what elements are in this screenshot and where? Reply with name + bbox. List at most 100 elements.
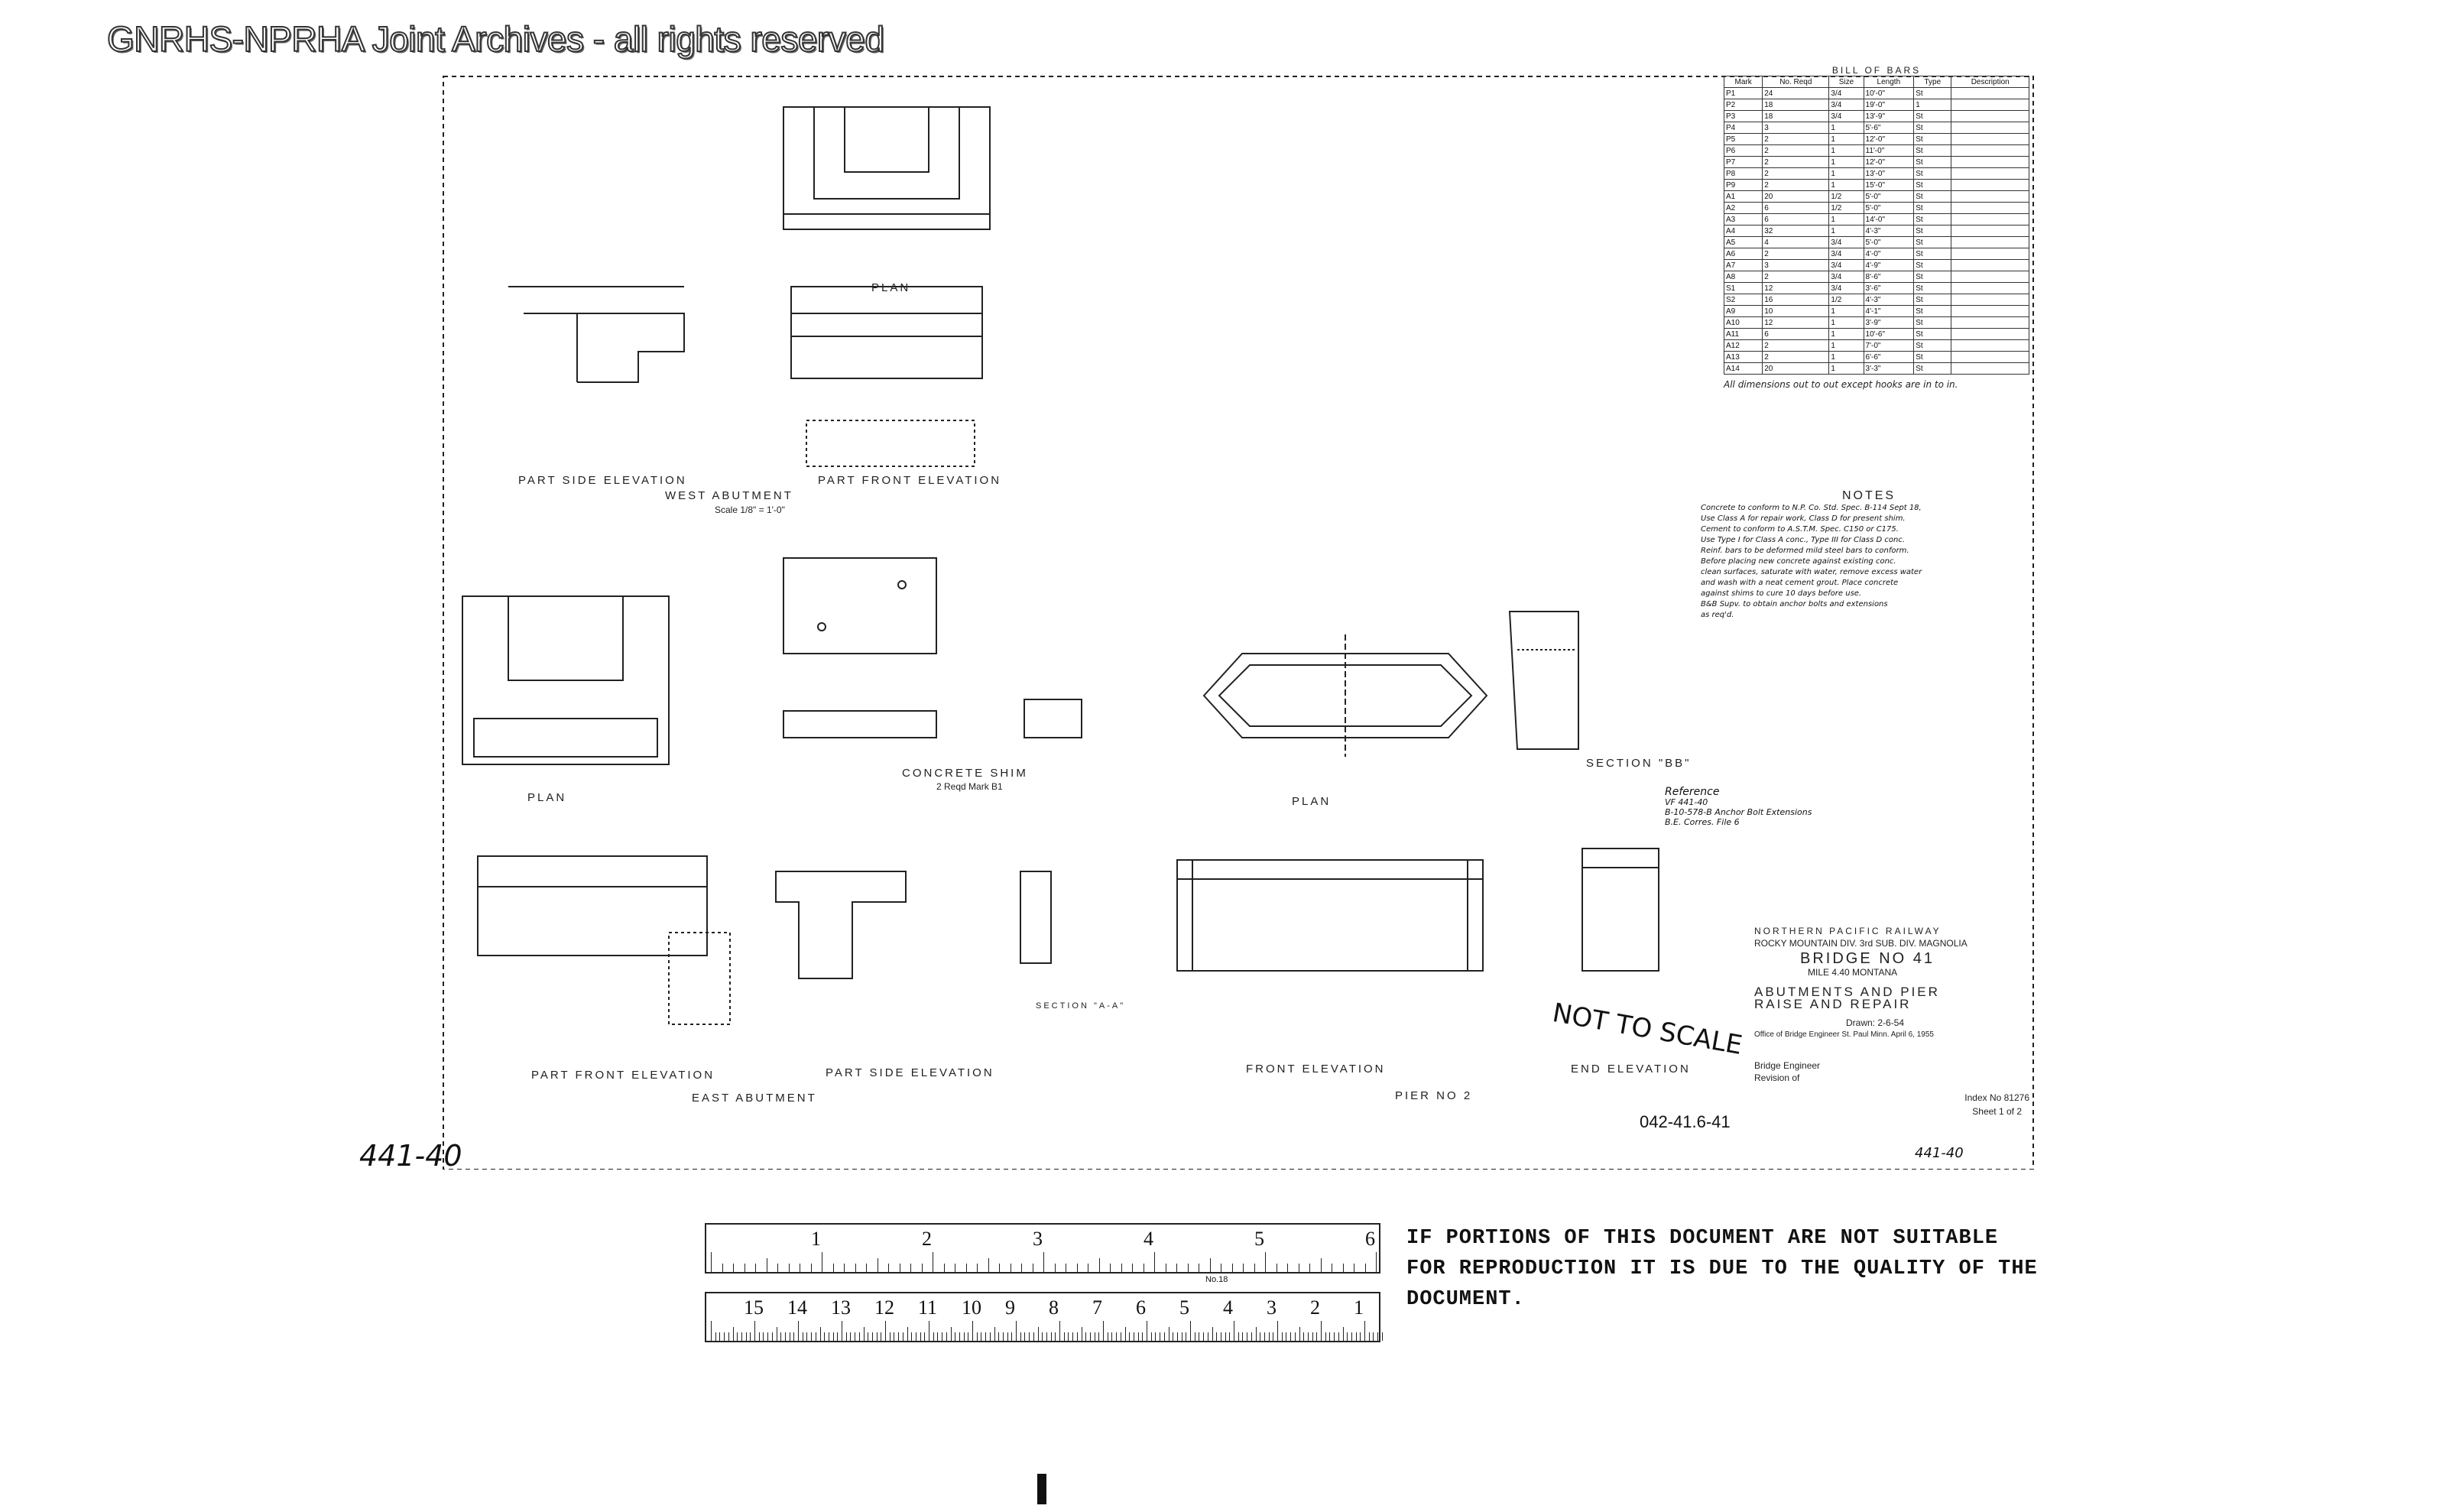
bill-of-bars-note: All dimensions out to out except hooks a… bbox=[1724, 379, 1958, 390]
bob-cell: 6 bbox=[1762, 202, 1830, 214]
bob-cell: St bbox=[1913, 294, 1952, 306]
ruler-label: 4 bbox=[1223, 1296, 1233, 1319]
bob-cell: St bbox=[1913, 351, 1952, 363]
ruler-tick bbox=[758, 1332, 760, 1341]
ruler-tick bbox=[1098, 1258, 1100, 1272]
ruler-tick bbox=[1033, 1332, 1034, 1341]
bob-cell: St bbox=[1913, 248, 1952, 260]
view-label-plan-west: PLAN bbox=[871, 281, 911, 294]
bob-cell: 1 bbox=[1828, 144, 1864, 157]
ruler-label: 14 bbox=[787, 1296, 807, 1319]
pier-front-elevation bbox=[1176, 859, 1484, 972]
ruler-tick bbox=[1255, 1327, 1257, 1341]
bob-cell bbox=[1951, 99, 2029, 111]
bob-cell bbox=[1951, 213, 2029, 226]
ruler-tick bbox=[711, 1321, 712, 1341]
bob-cell: 18 bbox=[1762, 99, 1830, 111]
bob-cell: St bbox=[1913, 156, 1952, 168]
bob-cell: 12 bbox=[1762, 282, 1830, 294]
ruler-tick bbox=[1209, 1258, 1211, 1272]
note-line: and wash with a neat cement grout. Place… bbox=[1701, 579, 1899, 587]
ruler-tick bbox=[1325, 1332, 1326, 1341]
bob-cell: A9 bbox=[1723, 305, 1763, 317]
ruler-tick bbox=[1351, 1332, 1352, 1341]
ruler-tick bbox=[737, 1332, 738, 1341]
ruler-label: 12 bbox=[874, 1296, 894, 1319]
bob-cell: St bbox=[1913, 225, 1952, 237]
bob-cell: St bbox=[1913, 236, 1952, 248]
ruler-tick bbox=[754, 1321, 755, 1341]
ruler-tick bbox=[1377, 1332, 1379, 1341]
ruler-label: 6 bbox=[1365, 1228, 1375, 1250]
ruler-tick bbox=[1050, 1332, 1052, 1341]
ruler-tick bbox=[1347, 1332, 1348, 1341]
ruler-label: 9 bbox=[1005, 1296, 1015, 1319]
ruler-tick bbox=[1376, 1252, 1377, 1272]
bob-cell: 3 bbox=[1762, 259, 1830, 271]
ruler-tick bbox=[988, 1258, 989, 1272]
ruler-label: 1 bbox=[1354, 1296, 1364, 1319]
ruler-tick bbox=[898, 1332, 900, 1341]
bob-cell: 1/2 bbox=[1828, 190, 1864, 203]
bob-cell: P7 bbox=[1723, 156, 1763, 168]
bob-cell bbox=[1951, 144, 2029, 157]
ruler-tick bbox=[965, 1264, 967, 1272]
view-label-east-side: PART SIDE ELEVATION bbox=[826, 1066, 994, 1079]
east-side-elevation bbox=[775, 871, 1052, 979]
bob-cell: A13 bbox=[1723, 351, 1763, 363]
ruler-tick bbox=[806, 1332, 808, 1341]
ruler-tick bbox=[1111, 1332, 1113, 1341]
bob-cell: 14'-0" bbox=[1863, 213, 1915, 226]
title-block: NORTHERN PACIFIC RAILWAY ROCKY MOUNTAIN … bbox=[1754, 925, 2037, 1154]
ruler-tick bbox=[1364, 1321, 1365, 1341]
ruler-tick bbox=[1303, 1332, 1305, 1341]
bob-cell: 4'-0" bbox=[1863, 248, 1915, 260]
ruler-tick bbox=[1287, 1264, 1288, 1272]
bob-cell: St bbox=[1913, 190, 1952, 203]
bob-cell: 4'-9" bbox=[1863, 259, 1915, 271]
ruler-tick bbox=[1024, 1332, 1026, 1341]
view-label-end-elevation: END ELEVATION bbox=[1571, 1063, 1691, 1076]
ruler-label: 15 bbox=[744, 1296, 764, 1319]
bob-cell bbox=[1951, 259, 2029, 271]
ruler-mark: No.18 bbox=[1205, 1275, 1228, 1284]
bob-cell: St bbox=[1913, 179, 1952, 191]
ruler-label: 2 bbox=[922, 1228, 932, 1250]
note-line: against shims to cure 10 days before use… bbox=[1701, 589, 1862, 598]
bob-header: Type bbox=[1913, 76, 1952, 88]
note-line: Use Class A for repair work, Class D for… bbox=[1701, 514, 1906, 523]
bob-cell: A14 bbox=[1723, 362, 1763, 375]
bob-cell: 19'-0" bbox=[1863, 99, 1915, 111]
bob-cell bbox=[1951, 122, 2029, 134]
bob-cell: 3/4 bbox=[1828, 248, 1864, 260]
ruler-label: 7 bbox=[1092, 1296, 1102, 1319]
bob-header: Size bbox=[1828, 76, 1864, 88]
ruler-tick bbox=[910, 1264, 911, 1272]
ruler-label: 6 bbox=[1136, 1296, 1146, 1319]
ruler-tick bbox=[1309, 1264, 1310, 1272]
ruler-tick bbox=[845, 1332, 847, 1341]
ruler-tick bbox=[1212, 1327, 1213, 1341]
ruler-tick bbox=[937, 1332, 939, 1341]
ruler-tick bbox=[1132, 1264, 1133, 1272]
bob-cell: 13'-9" bbox=[1863, 110, 1915, 122]
document-number: 042-41.6-41 bbox=[1640, 1112, 1731, 1131]
reproduction-disclaimer: IF PORTIONS OF THIS DOCUMENT ARE NOT SUI… bbox=[1406, 1227, 2038, 1311]
bob-cell: A8 bbox=[1723, 271, 1763, 283]
bob-cell: A6 bbox=[1723, 248, 1763, 260]
bob-cell: 3/4 bbox=[1828, 236, 1864, 248]
bob-cell: A1 bbox=[1723, 190, 1763, 203]
view-label-plan-east: PLAN bbox=[527, 791, 567, 804]
bob-cell: St bbox=[1913, 144, 1952, 157]
ruler-tick bbox=[946, 1332, 947, 1341]
ruler-tick bbox=[824, 1332, 826, 1341]
ruler-tick bbox=[1342, 1264, 1344, 1272]
ruler-tick bbox=[1150, 1332, 1152, 1341]
ruler-tick bbox=[1176, 1264, 1177, 1272]
bob-cell: 1 bbox=[1828, 179, 1864, 191]
ruler-tick bbox=[1043, 1252, 1044, 1272]
bob-cell: 10'-0" bbox=[1863, 87, 1915, 99]
